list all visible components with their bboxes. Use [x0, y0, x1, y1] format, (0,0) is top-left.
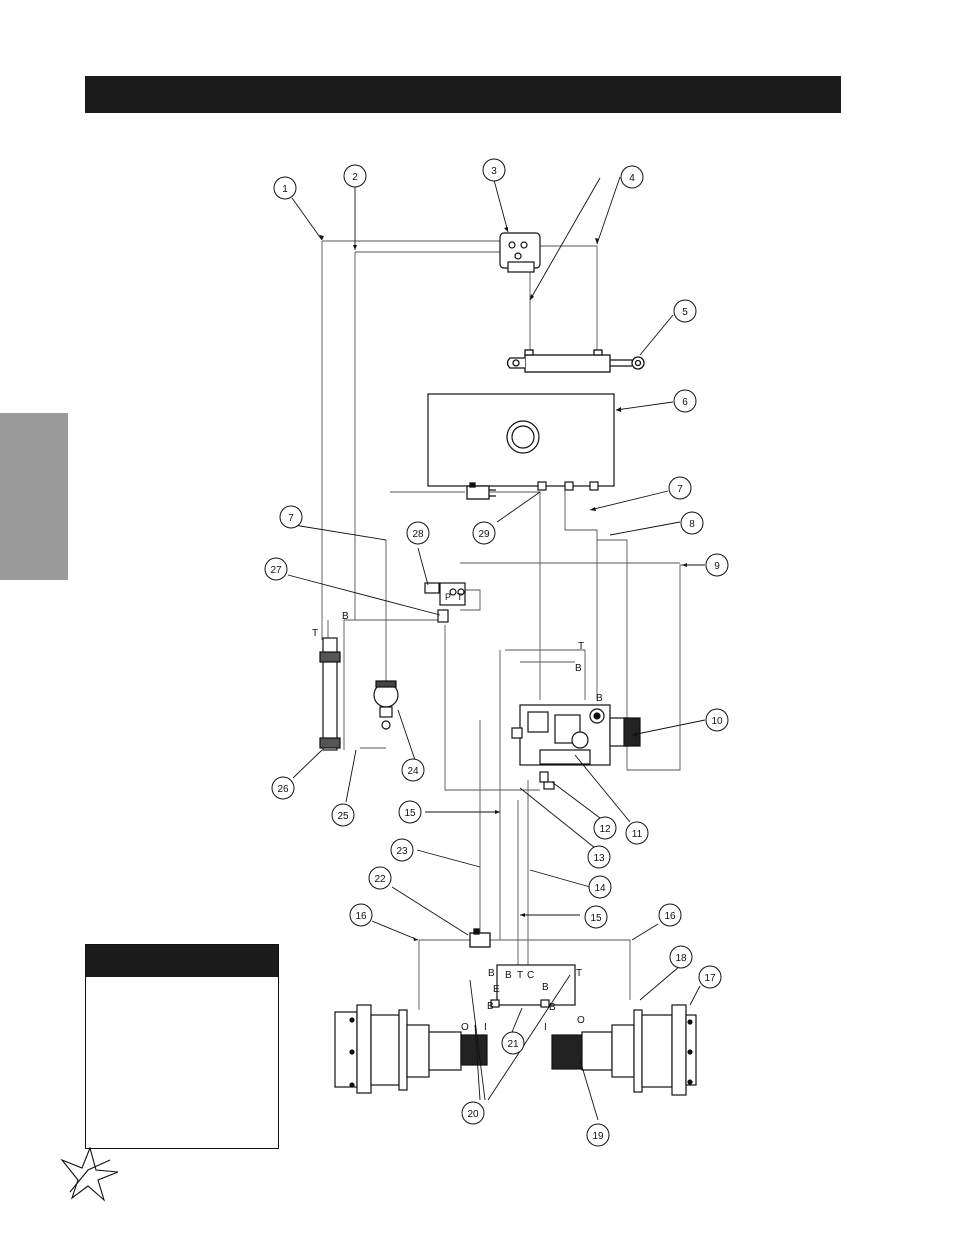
oil-cooler — [319, 637, 341, 751]
callout-15a: 15 — [404, 808, 416, 819]
port-label: B — [549, 1002, 556, 1013]
callout-27: 27 — [270, 565, 282, 576]
port-label: B — [542, 982, 549, 993]
callout-3: 3 — [491, 166, 497, 177]
callout-26: 26 — [277, 784, 289, 795]
pump-fitting — [539, 771, 555, 790]
callout-29: 29 — [478, 529, 490, 540]
port-label: T — [517, 970, 523, 981]
pressure-manifold — [424, 582, 466, 623]
port-label: T — [312, 628, 318, 639]
callout-4: 4 — [629, 173, 635, 184]
notes-box-header — [86, 945, 278, 977]
port-label: B — [487, 1001, 494, 1012]
callout-5: 5 — [682, 307, 688, 318]
callout-19: 19 — [592, 1131, 604, 1142]
callout-20: 20 — [467, 1109, 479, 1120]
port-label: B — [575, 663, 582, 674]
callout-1: 1 — [282, 184, 288, 195]
arrowheads — [319, 227, 687, 941]
port-label: O — [577, 1015, 585, 1026]
header-bar — [85, 76, 841, 113]
port-label: B — [505, 970, 512, 981]
port-label: I — [544, 1022, 547, 1033]
callout-17: 17 — [704, 973, 716, 984]
port-labels: T B T B B B B B T C T E B B O I O I P T — [312, 592, 603, 1033]
port-label: B — [342, 611, 349, 622]
port-label: E — [493, 984, 500, 995]
callout-10: 10 — [711, 716, 723, 727]
port-label: T — [457, 592, 463, 602]
section-tab — [0, 413, 68, 580]
port-label: T — [578, 641, 584, 652]
callout-circles — [264, 158, 729, 1147]
callout-6: 6 — [682, 397, 688, 408]
leader-lines — [287, 176, 706, 1121]
steering-valve — [499, 232, 541, 273]
callout-13: 13 — [593, 853, 605, 864]
hydraulic-tank — [427, 393, 615, 491]
port-label: T — [576, 968, 582, 979]
callout-18: 18 — [675, 953, 687, 964]
port-label: I — [484, 1022, 487, 1033]
right-wheel-motor — [551, 1004, 697, 1096]
port-label: O — [461, 1022, 469, 1033]
inline-filter — [466, 482, 496, 500]
callout-25: 25 — [337, 811, 349, 822]
left-wheel-motor — [334, 1004, 488, 1094]
logo-star-icon — [60, 1146, 119, 1202]
return-filter — [373, 680, 399, 730]
callout-22: 22 — [374, 874, 386, 885]
callout-11: 11 — [632, 829, 643, 840]
drive-manifold — [490, 964, 576, 1008]
callout-14: 14 — [594, 883, 606, 894]
callout-8: 8 — [689, 519, 695, 530]
callout-numbers: 1 2 3 4 5 6 7 7 8 9 10 11 12 13 14 15 15… — [270, 166, 723, 1142]
flow-divider — [469, 928, 491, 948]
callout-2: 2 — [352, 172, 358, 183]
callout-23: 23 — [396, 846, 408, 857]
callout-12: 12 — [599, 824, 611, 835]
callout-21: 21 — [507, 1039, 519, 1050]
steering-cylinder — [506, 349, 645, 373]
callout-9: 9 — [714, 561, 720, 572]
hydrostatic-pump — [511, 704, 641, 766]
callout-16b: 16 — [664, 911, 676, 922]
callout-7a: 7 — [288, 513, 294, 524]
callout-28: 28 — [412, 529, 424, 540]
callout-16a: 16 — [355, 911, 367, 922]
port-label: B — [596, 693, 603, 704]
callout-24: 24 — [407, 766, 419, 777]
notes-box — [85, 944, 279, 1149]
callout-15b: 15 — [590, 913, 602, 924]
callout-7b: 7 — [677, 484, 683, 495]
port-label: P — [445, 592, 451, 602]
port-label: C — [527, 970, 534, 981]
port-label: B — [488, 968, 495, 979]
hose-lines — [321, 240, 690, 1010]
